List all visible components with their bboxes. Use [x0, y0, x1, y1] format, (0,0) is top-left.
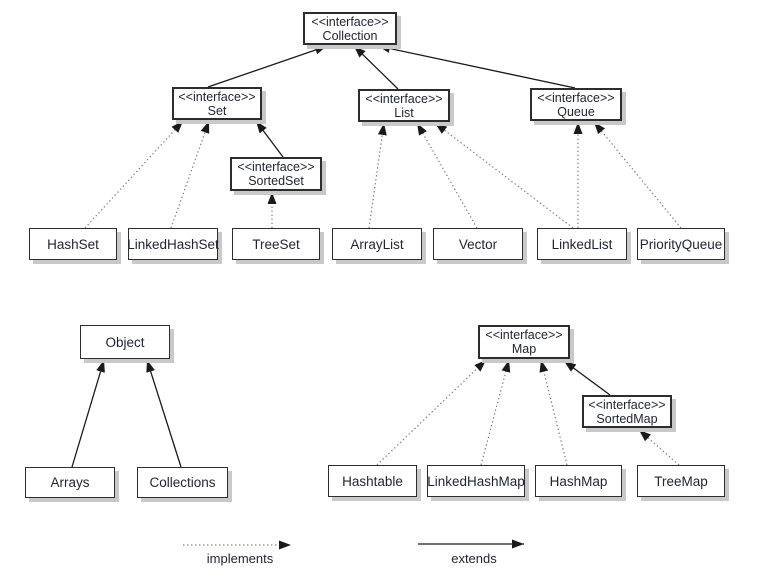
node-linkedhashmap: LinkedHashMap — [427, 465, 525, 497]
edge-linkedlist-implements-list — [434, 122, 574, 229]
node-collection-stereotype: <<interface>> — [311, 14, 389, 29]
edge-queue-extends-collection — [377, 44, 576, 89]
node-treeset: TreeSet — [232, 228, 320, 260]
node-sortedmap-label: SortedMap — [596, 411, 658, 426]
node-list-stereotype: <<interface>> — [365, 91, 443, 106]
node-sortedset: <<interface>> SortedSet — [230, 157, 322, 191]
node-set-label: Set — [207, 103, 227, 118]
node-arrays: Arrays — [25, 467, 115, 498]
node-object: Object — [80, 325, 170, 359]
node-hashset: HashSet — [29, 228, 117, 260]
node-linkedlist-label: LinkedList — [551, 236, 613, 252]
node-treemap-label: TreeMap — [654, 473, 708, 489]
node-sortedmap-stereotype: <<interface>> — [588, 397, 666, 412]
node-hashtable: Hashtable — [328, 465, 417, 497]
node-vector-label: Vector — [458, 236, 498, 252]
node-map: <<interface>> Map — [478, 325, 570, 359]
node-collections-label: Collections — [149, 475, 216, 490]
edge-hashmap-implements-map — [539, 359, 568, 466]
node-queue: <<interface>> Queue — [530, 88, 622, 121]
edge-sortedmap-extends-map — [563, 360, 611, 396]
node-treemap: TreeMap — [637, 465, 725, 497]
edge-linkedhashset-implements-set — [170, 120, 210, 229]
node-collections: Collections — [137, 467, 228, 498]
edge-set-extends-collection — [207, 45, 328, 88]
node-hashmap: HashMap — [535, 465, 622, 497]
node-arraylist-label: ArrayList — [350, 236, 404, 252]
node-queue-stereotype: <<interface>> — [537, 90, 615, 105]
node-map-stereotype: <<interface>> — [485, 328, 563, 342]
node-linkedhashset: LinkedHashSet — [127, 228, 219, 260]
edge-arrays-extends-object — [71, 359, 105, 468]
node-arrays-label: Arrays — [50, 475, 90, 490]
edge-hashtable-implements-map — [376, 359, 487, 466]
node-priorityqueue-label: PriorityQueue — [639, 236, 723, 252]
node-priorityqueue: PriorityQueue — [637, 228, 725, 260]
node-linkedhashset-label: LinkedHashSet — [127, 236, 219, 252]
node-list: <<interface>> List — [358, 89, 450, 122]
node-hashmap-label: HashMap — [549, 473, 608, 489]
legend-implements-label: implements — [206, 551, 274, 566]
node-collection: <<interface>> Collection — [303, 12, 397, 45]
edge-list-extends-collection — [353, 45, 399, 90]
edge-collections-extends-object — [146, 359, 182, 468]
node-sortedset-stereotype: <<interface>> — [237, 160, 315, 174]
edge-vector-implements-list — [416, 122, 478, 229]
node-set-stereotype: <<interface>> — [178, 89, 256, 104]
node-hashtable-label: Hashtable — [342, 473, 403, 489]
node-treeset-label: TreeSet — [252, 236, 300, 252]
node-object-label: Object — [105, 334, 145, 350]
node-sortedmap: <<interface>> SortedMap — [582, 395, 672, 428]
edge-sortedset-extends-set — [255, 120, 284, 158]
edge-arraylist-implements-list — [368, 122, 387, 229]
edge-hashset-implements-set — [84, 120, 184, 229]
node-collection-label: Collection — [322, 28, 378, 43]
node-linkedlist: LinkedList — [537, 228, 627, 260]
edge-priorityqueue-implements-queue — [593, 121, 682, 229]
edge-linkedhashmap-implements-map — [480, 359, 511, 466]
legend-extends-label: extends — [451, 551, 497, 566]
edge-treemap-implements-sortedmap — [638, 429, 680, 466]
node-set: <<interface>> Set — [172, 87, 262, 120]
node-hashset-label: HashSet — [47, 236, 99, 252]
node-sortedset-label: SortedSet — [248, 174, 304, 188]
node-queue-label: Queue — [557, 104, 595, 119]
node-map-label: Map — [511, 342, 537, 356]
node-arraylist: ArrayList — [332, 228, 422, 260]
node-vector: Vector — [433, 228, 523, 260]
node-list-label: List — [394, 105, 414, 120]
node-linkedhashmap-label: LinkedHashMap — [427, 473, 525, 489]
